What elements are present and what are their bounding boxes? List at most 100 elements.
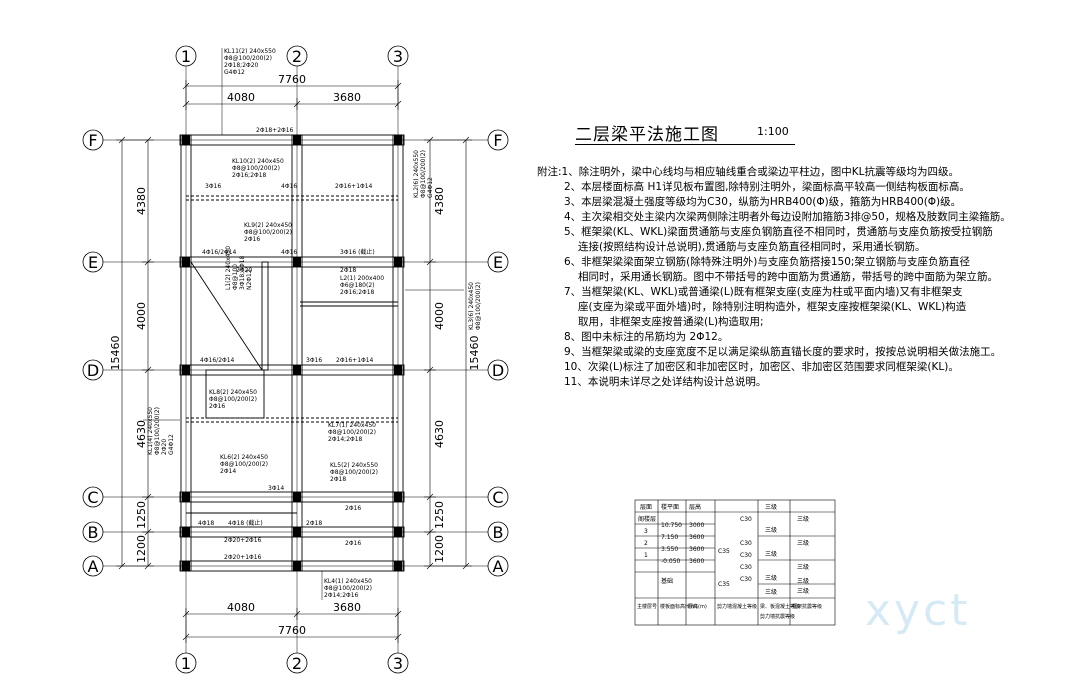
axis-label-left-D: D [87,361,99,380]
dim-right-FE: 4380 [433,187,446,215]
dim-left-BA: 1200 [135,535,148,563]
beam-label-kl5-1: KL5(2) 240x550 [330,462,378,469]
note-line-13: 9、当框架梁或梁的支座宽度不足以满足梁纵筋直锚长度的要求时，按按总说明相关做法施… [564,346,1002,358]
rebar-f-right: 2Φ16+1Φ14 [335,183,373,190]
schedule-header-floor: 层面 [640,504,652,511]
beam-label-kl4-2: Φ8@100/200(2) [324,585,372,592]
rebar-b-mid: 4Φ18 (截止) [228,519,263,527]
beam-label-l2-3: 2Φ16;2Φ18 [340,289,375,296]
dimension-lines-top [182,80,402,110]
beam-label-kl2-3: G4Φ12 [427,177,434,198]
schedule-row4-g2: 三级 [797,577,809,585]
note-line-5: 5、框架梁(KL、WKL)梁面贯通筋与支座负钢筋直径不相同时，贯通筋与支座负筋按… [564,226,993,238]
rebar-d-right: 2Φ16+1Φ14 [336,357,374,364]
beam-label-kl6-2: Φ8@100/200(2) [220,461,268,468]
note-line-14: 10、次梁(L)标注了加密区和非加密区时，加密区、非加密区范围要求同框架梁(KL… [564,361,959,373]
note-line-15: 11、本说明未详尽之处详结构设计总说明。 [564,376,767,388]
schedule-row3-height: 3600 [689,546,704,553]
beam-label-kl1-2: Φ8@100/200(2) [154,407,161,455]
dim-bottom-span2: 3680 [333,601,361,614]
note-line-10: 座(支座为梁或平面外墙)时，除特别注明构造外，框架支座按框架梁(KL、WKL)构… [578,301,967,313]
axis-label-left-F: F [88,131,97,150]
rebar-l2-top: 2Φ18 [340,267,356,274]
schedule-row2-floor: 3 [644,528,648,535]
beam-label-kl8-2: Φ8@100/200(2) [209,396,257,403]
schedule-row3-floor: 2 [644,540,648,547]
beam-label-l1-3: 3Φ18;3Φ18 [239,255,246,290]
dim-bottom-span1: 4080 [227,601,255,614]
schedule-row1-elev: 10.750 [661,522,682,529]
axis-label-right-C: C [492,488,503,507]
beam-label-kl6-3: 2Φ14 [220,468,236,475]
schedule-row4-floor: 1 [644,552,648,559]
schedule-row3-elev: 3.550 [661,546,678,553]
columns [182,135,402,571]
beam-label-l2-1: L2(1) 200x400 [340,275,384,282]
schedule-base-label: 基础 [661,577,673,585]
beam-label-l1-1: L1(2) 240x450 [225,246,232,290]
schedule-grid [634,499,836,626]
dim-right-BA: 1200 [433,535,446,563]
axis-label-bottom-3: 3 [393,654,403,673]
dim-top-span1: 4080 [227,91,255,104]
beam-label-kl10-2: Φ8@100/200(2) [232,165,280,172]
schedule-low-conc: C35 [718,581,730,588]
schedule-row1-floor: 阁楼层 [638,515,656,523]
schedule-row1-g2: 三级 [797,539,809,547]
schedule-footer-5: 梁、板混凝土等级 [760,603,800,610]
rebar-c-mid: 3Φ14 [268,485,284,492]
axis-label-right-A: A [493,557,504,576]
dim-right-ED: 4000 [433,302,446,330]
schedule-row3-conc: C30 [740,564,752,571]
schedule-footer-6: 剪力墙抗震等级 [760,613,795,620]
note-line-7: 6、非框架梁梁面架立钢筋(除特殊注明外)与支座负筋搭接150;架立钢筋与支座负筋… [564,256,970,268]
rebar-e-left: 4Φ16/2Φ14 [202,249,237,256]
schedule-header-conc: C30 [740,516,752,523]
rebar-c-right: 2Φ16 [345,505,361,512]
note-line-4: 4、主次梁相交处主梁内次梁两侧除注明者外每边设附加箍筋3排@50，规格及肢数同主… [564,211,1011,223]
beam-label-kl4-1: KL4(1) 240x450 [324,578,372,585]
beam-label-kl9-3: 2Φ16 [244,236,260,243]
schedule-row4-elev: -0.050 [661,558,681,565]
drawing-title: 二层梁平法施工图 [575,125,719,145]
schedule-row3-g2: 三级 [797,587,809,595]
beam-label-kl2-1: KL2(6) 240x550 [413,150,420,198]
schedule-mid-conc: C35 [718,548,730,555]
leader-lines [143,48,464,600]
schedule-row4-height: 3600 [689,558,704,565]
title-underline [575,144,795,145]
notes-block: 附注:1、除注明外，梁中心线均与相应轴线重合或梁边平柱边，图中KL抗震等级均为四… [537,165,1011,390]
schedule-footer-4: 剪力墙混凝土等级 [717,603,757,610]
dimension-lines-bottom [182,608,402,643]
schedule-footer-7: 框架抗震等级 [792,603,822,610]
axis-label-top-2: 2 [292,47,302,66]
beam-label-kl8-1: KL8(2) 240x450 [209,389,257,396]
dim-left-FE: 4380 [135,187,148,215]
schedule-header-g2: 三级 [797,515,809,523]
watermark-text: xyct [865,585,971,636]
dim-left-ED: 4000 [135,302,148,330]
note-line-1: 附注:1、除注明外，梁中心线均与相应轴线重合或梁边平柱边，图中KL抗震等级均为四… [537,166,959,178]
note-line-9: 7、当框架梁(KL、WKL)或普通梁(L)既有框架支座(支座为柱或平面内墙)又有… [564,286,963,298]
dim-left-total: 15460 [109,336,122,371]
beam-label-kl7-3: 2Φ14;2Φ18 [328,436,363,443]
rebar-a-right: 2Φ16 [345,540,361,547]
dimension-lines-right [424,136,472,570]
axis-label-left-C: C [87,488,98,507]
beam-label-kl1-3: 2Φ20 [161,439,168,455]
schedule-row2-g1: 三级 [765,550,777,558]
axis-label-right-D: D [492,361,504,380]
rebar-b-right: 2Φ18 [306,520,322,527]
schedule-row2-height: 3600 [689,534,704,541]
axis-label-top-3: 3 [393,47,403,66]
rebar-d-mid: 3Φ16 [306,357,322,364]
dim-right-DC: 4630 [433,420,446,448]
axis-label-right-B: B [493,523,504,542]
note-line-11: 取用，非框架支座按普通梁(L)构造取用; [578,316,764,328]
beam-label-kl11-2: Φ8@100/200(2) [224,55,272,62]
beam-label-kl6-1: KL6(2) 240x450 [220,454,268,461]
axis-label-top-1: 1 [181,47,191,66]
schedule-footer-3: 层高(m) [688,603,707,610]
schedule-row2-elev: 7.150 [661,534,678,541]
